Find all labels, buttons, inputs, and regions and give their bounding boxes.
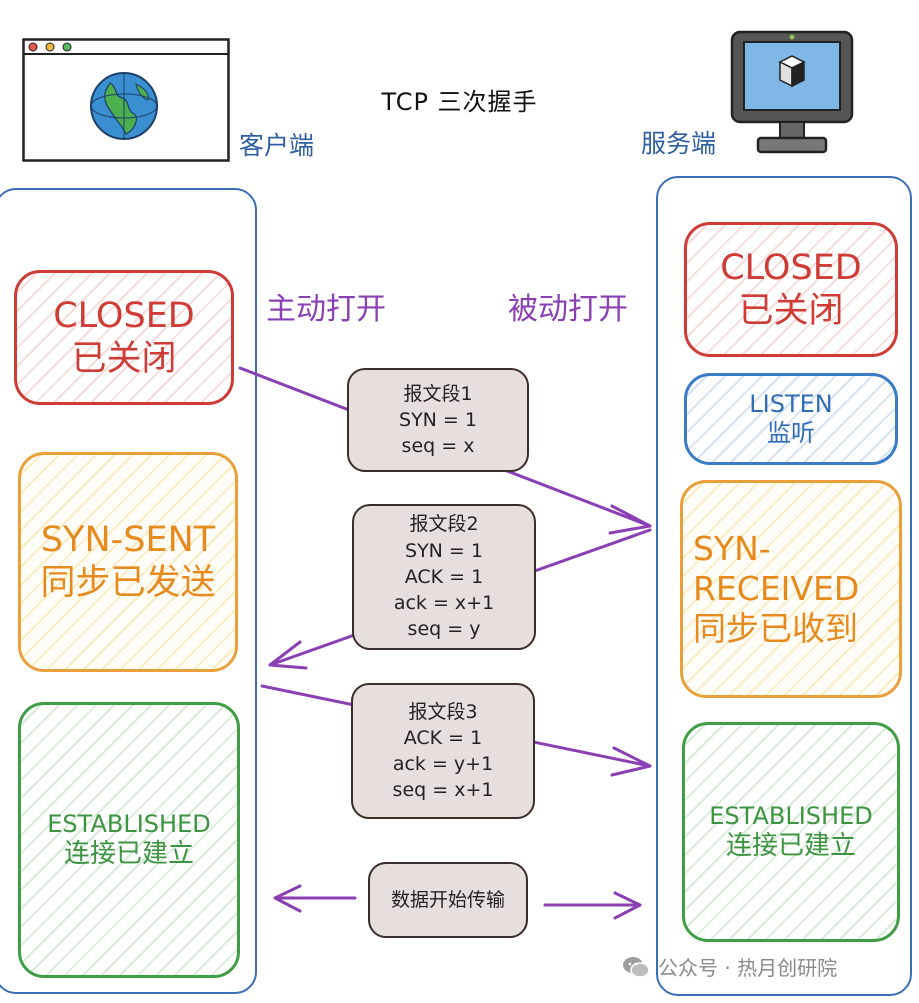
- arrow-segment3-head: [610, 746, 652, 777]
- state-name-cn: 监听: [767, 419, 815, 447]
- state-name: SYN-SENT: [40, 520, 216, 561]
- client-action-label: 主动打开: [266, 292, 386, 327]
- server-column-frame: [656, 176, 912, 996]
- segment-line: ACK = 1: [403, 726, 483, 749]
- segment-line: ACK = 1: [404, 565, 484, 588]
- client-state-established: ESTABLISHED 连接已建立: [18, 702, 240, 978]
- state-name-cn: 同步已发送: [40, 563, 216, 603]
- footer-watermark: 公众号 · 热月创研院: [622, 952, 837, 981]
- segment-2-box: 报文段2 SYN = 1 ACK = 1 ack = x+1 seq = y: [352, 504, 536, 650]
- server-state-listen: LISTEN 监听: [684, 373, 898, 465]
- segment-line: SYN = 1: [405, 539, 483, 562]
- segment-line: ack = y+1: [392, 753, 494, 775]
- state-name: LISTEN: [749, 389, 833, 418]
- segment-title: 报文段3: [408, 700, 478, 723]
- data-transfer-box: 数据开始传输: [368, 862, 528, 938]
- segment-title: 报文段2: [409, 513, 479, 536]
- globe-icon: [90, 72, 158, 140]
- state-name-line1: SYN-: [693, 528, 771, 568]
- server-state-established: ESTABLISHED 连接已建立: [682, 722, 900, 942]
- state-name-cn: 已关闭: [71, 338, 177, 379]
- state-name: CLOSED: [720, 247, 862, 288]
- client-state-syn-sent: SYN-SENT 同步已发送: [18, 452, 238, 672]
- state-name-cn: 同步已收到: [693, 609, 858, 649]
- state-name-cn: 已关闭: [738, 290, 844, 331]
- client-label: 客户端: [239, 131, 315, 160]
- segment-line: seq = y: [407, 618, 481, 641]
- client-state-closed: CLOSED 已关闭: [14, 270, 234, 405]
- segment-3-box: 报文段3 ACK = 1 ack = y+1 seq = x+1: [351, 683, 535, 819]
- data-transfer-label: 数据开始传输: [390, 888, 505, 911]
- segment-line: ack = x+1: [393, 592, 495, 615]
- arrow-segment1-head: [608, 504, 652, 535]
- segment-line: seq = x: [401, 435, 475, 458]
- state-name: CLOSED: [53, 295, 195, 336]
- arrow-data-right-head: [613, 891, 642, 920]
- segment-line: SYN = 1: [399, 408, 477, 431]
- server-state-closed: CLOSED 已关闭: [684, 222, 898, 357]
- state-name-cn: 连接已建立: [725, 830, 856, 861]
- wechat-icon: [623, 956, 650, 978]
- state-name: ESTABLISHED: [47, 809, 211, 838]
- server-action-label: 被动打开: [508, 292, 628, 327]
- arrow-data-left-head: [273, 884, 302, 913]
- browser-window-icon: [22, 38, 230, 162]
- state-name: ESTABLISHED: [709, 801, 873, 830]
- segment-title: 报文段1: [403, 382, 473, 405]
- cube-icon: [778, 55, 806, 88]
- footer-text: 公众号 · 热月创研院: [658, 956, 838, 980]
- segment-line: seq = x+1: [392, 779, 494, 802]
- arrow-segment2-head: [268, 640, 308, 670]
- server-label: 服务端: [641, 129, 717, 158]
- client-column-frame: [0, 188, 257, 994]
- state-name-cn: 连接已建立: [63, 838, 194, 869]
- monitor-icon: [728, 28, 856, 158]
- server-state-syn-received: SYN- RECEIVED 同步已收到: [680, 480, 902, 698]
- state-name-line2: RECEIVED: [693, 568, 860, 608]
- segment-1-box: 报文段1 SYN = 1 seq = x: [347, 368, 529, 472]
- diagram-title: TCP 三次握手: [381, 88, 538, 116]
